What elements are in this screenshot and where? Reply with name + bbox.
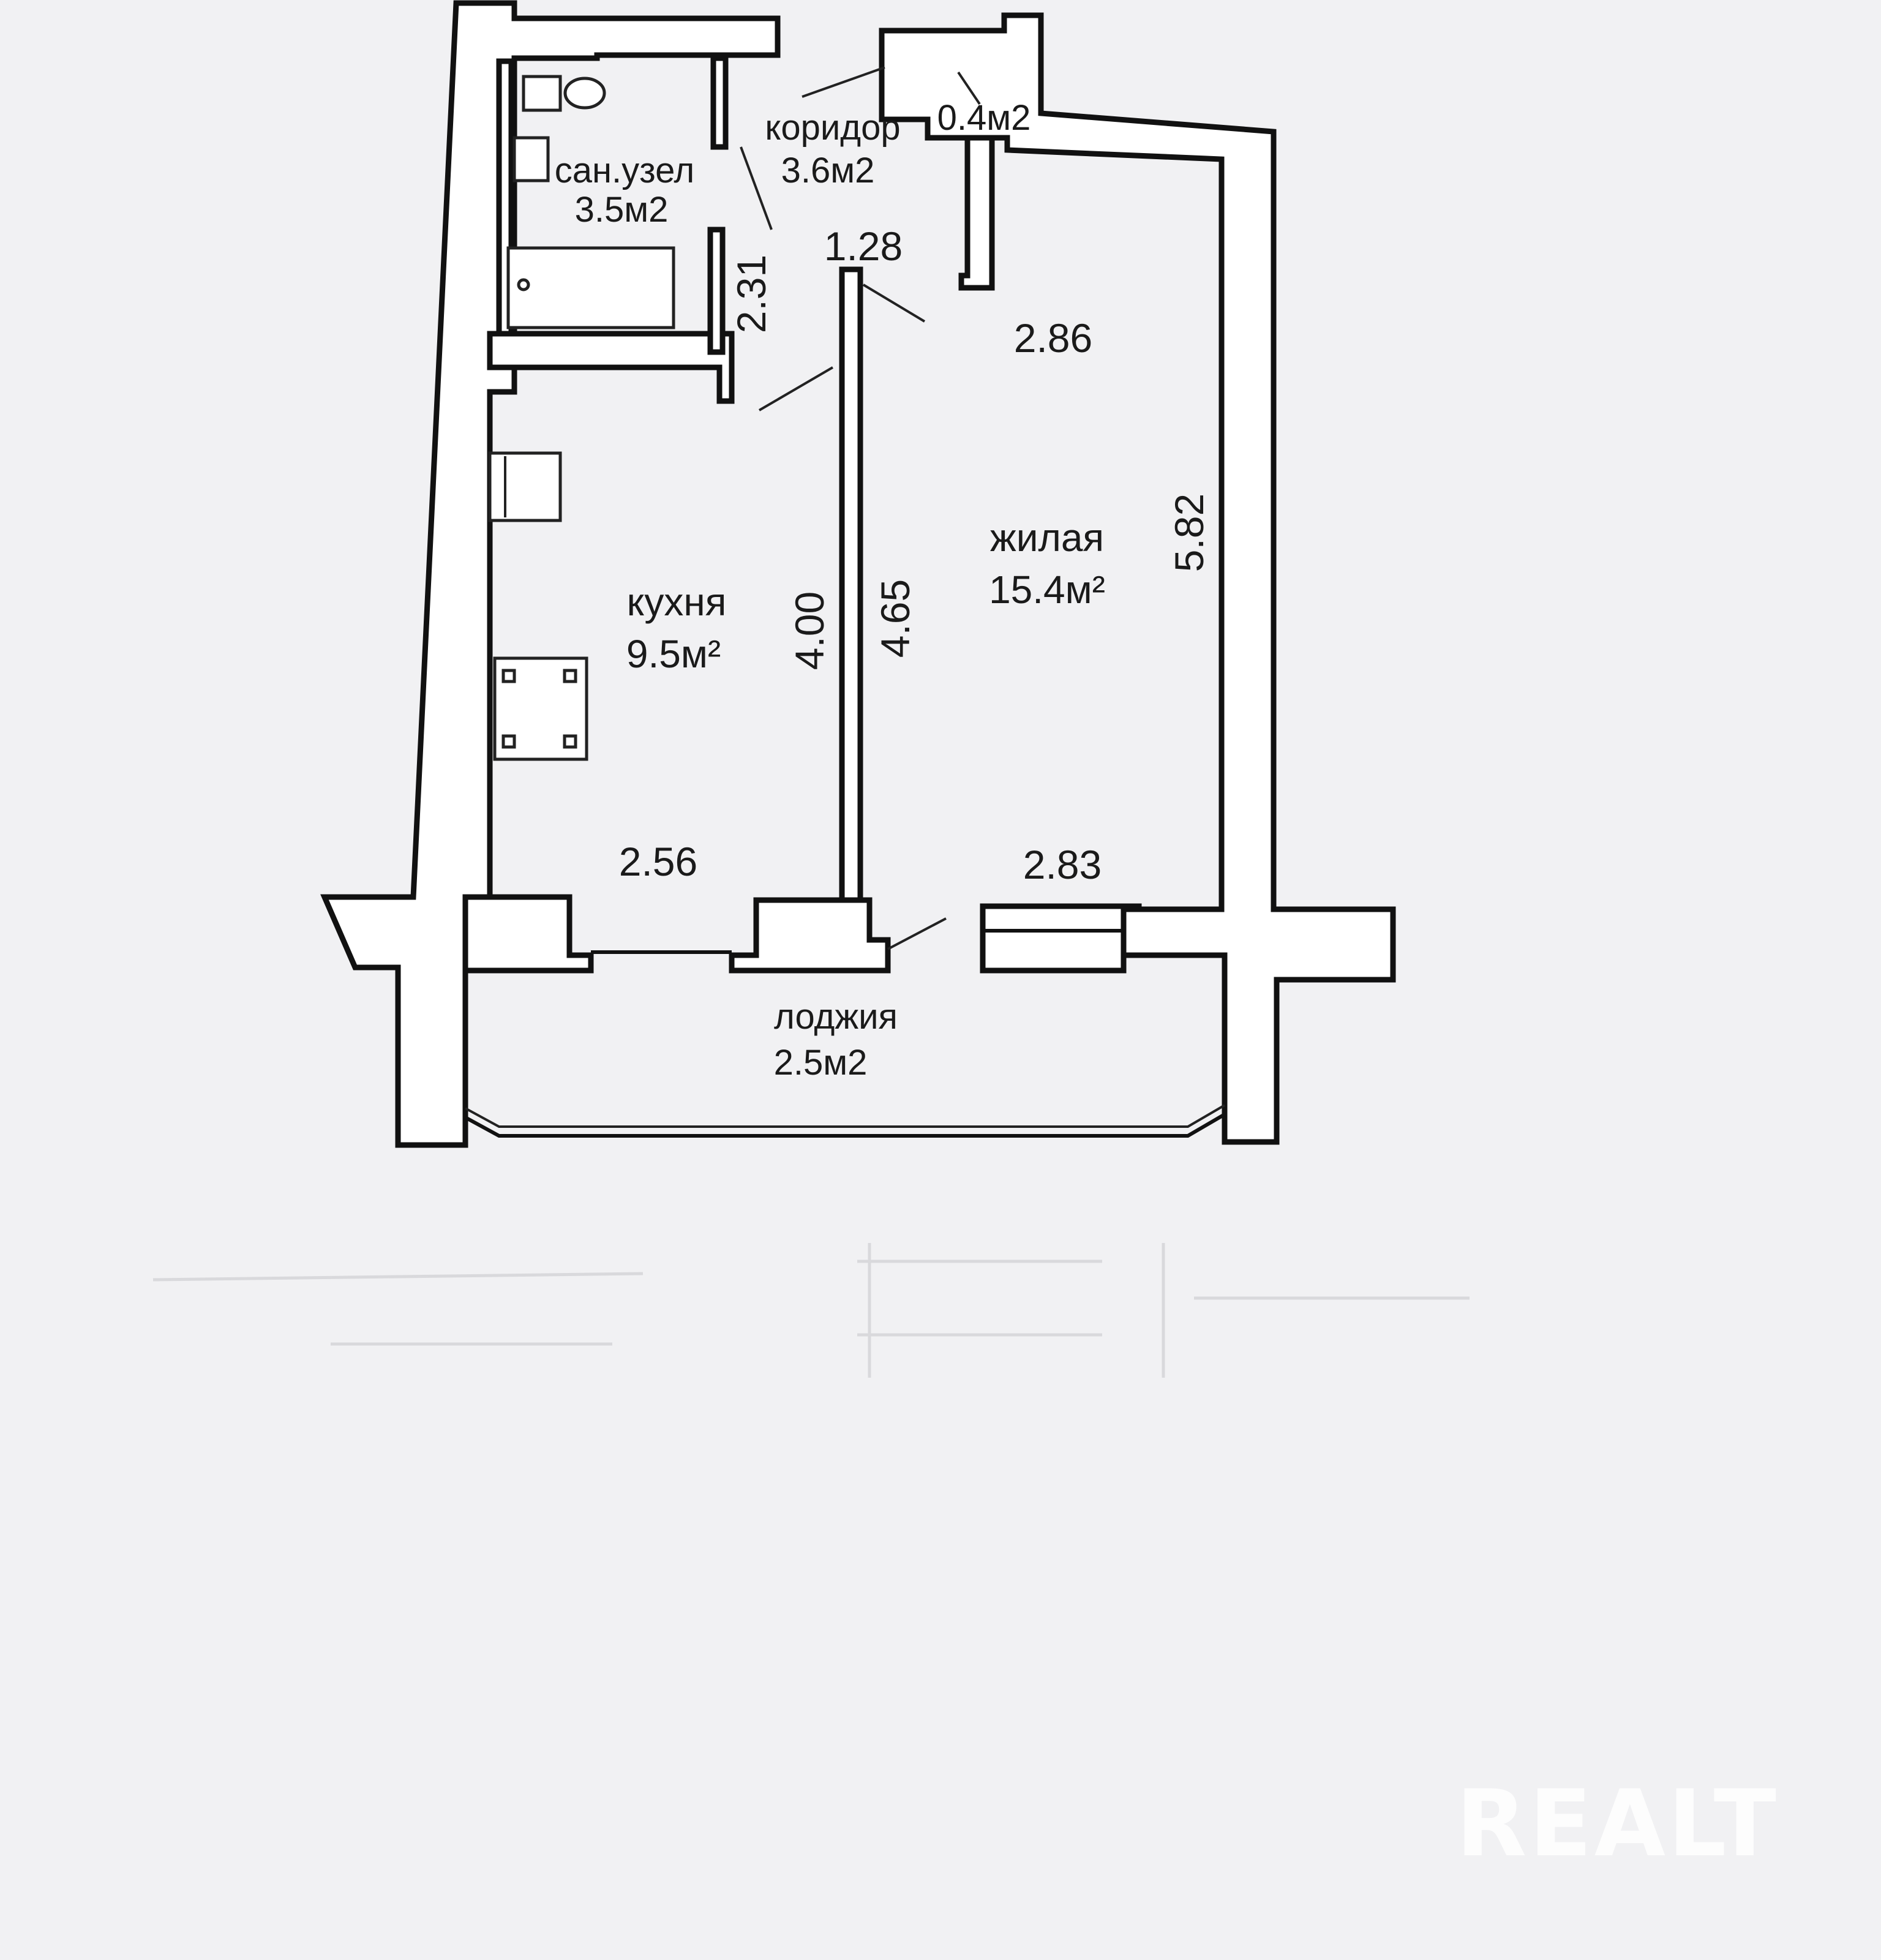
corridor-name: коридор (765, 108, 900, 148)
kitchen-area: 9.5м² (626, 632, 721, 676)
dim-kitchen-height: 4.00 (787, 591, 832, 670)
bath-partition-bottom (707, 227, 726, 355)
bathroom-partitions (496, 55, 729, 355)
bathroom-bottom-wall (487, 331, 735, 404)
kitchen-fixtures (488, 451, 588, 761)
bathroom-fixtures (506, 75, 675, 329)
dim-kitchen-width: 2.56 (619, 839, 697, 884)
bathroom-area: 3.5м2 (575, 190, 669, 230)
living-name: жилая (990, 516, 1104, 560)
dim-living-bottom-width: 2.83 (1023, 842, 1102, 887)
closet-wall (958, 135, 995, 291)
windows (591, 929, 1124, 954)
sink-icon (512, 136, 550, 182)
closet-area: 0.4м2 (937, 98, 1031, 138)
dim-living-top-width: 2.86 (1014, 315, 1092, 361)
kitchen-name: кухня (627, 580, 727, 624)
background-lines (152, 1243, 1470, 1378)
loggia-glazing (464, 1113, 1226, 1138)
realt-watermark: REALT (1456, 1771, 1779, 1877)
right-wall (879, 12, 1396, 1145)
dim-bathroom-height: 2.31 (729, 255, 774, 333)
dimension-labels: 1.28 2.86 2.56 2.83 2.31 4.00 4.65 5.82 (619, 223, 1212, 887)
toilet-icon (522, 75, 606, 112)
dim-partition-height: 4.65 (873, 579, 918, 658)
walls (320, 0, 1396, 1148)
living-window-wall (980, 903, 1142, 974)
living-area: 15.4м² (989, 568, 1105, 612)
partition-wall (839, 266, 863, 903)
left-wall (320, 0, 781, 1148)
door-lines (740, 66, 981, 950)
dim-living-height: 5.82 (1166, 494, 1212, 572)
kitchen-window-wall-mid (729, 897, 891, 974)
dim-corridor-width: 1.28 (824, 223, 903, 269)
loggia-name: лоджия (774, 997, 898, 1037)
corridor-area: 3.6м2 (781, 151, 875, 190)
stove-icon (493, 656, 588, 761)
loggia-glazing-inner (465, 1104, 1226, 1128)
bath-partition-top (710, 55, 729, 150)
kitchen-sink-icon (488, 451, 562, 522)
bathtub-icon (506, 246, 675, 329)
room-labels: сан.узел 3.5м2 коридор 3.6м2 0.4м2 кухня… (555, 98, 1105, 1083)
loggia-area: 2.5м2 (774, 1043, 868, 1083)
bathroom-name: сан.узел (555, 151, 695, 190)
kitchen-window-wall-left (462, 894, 594, 974)
